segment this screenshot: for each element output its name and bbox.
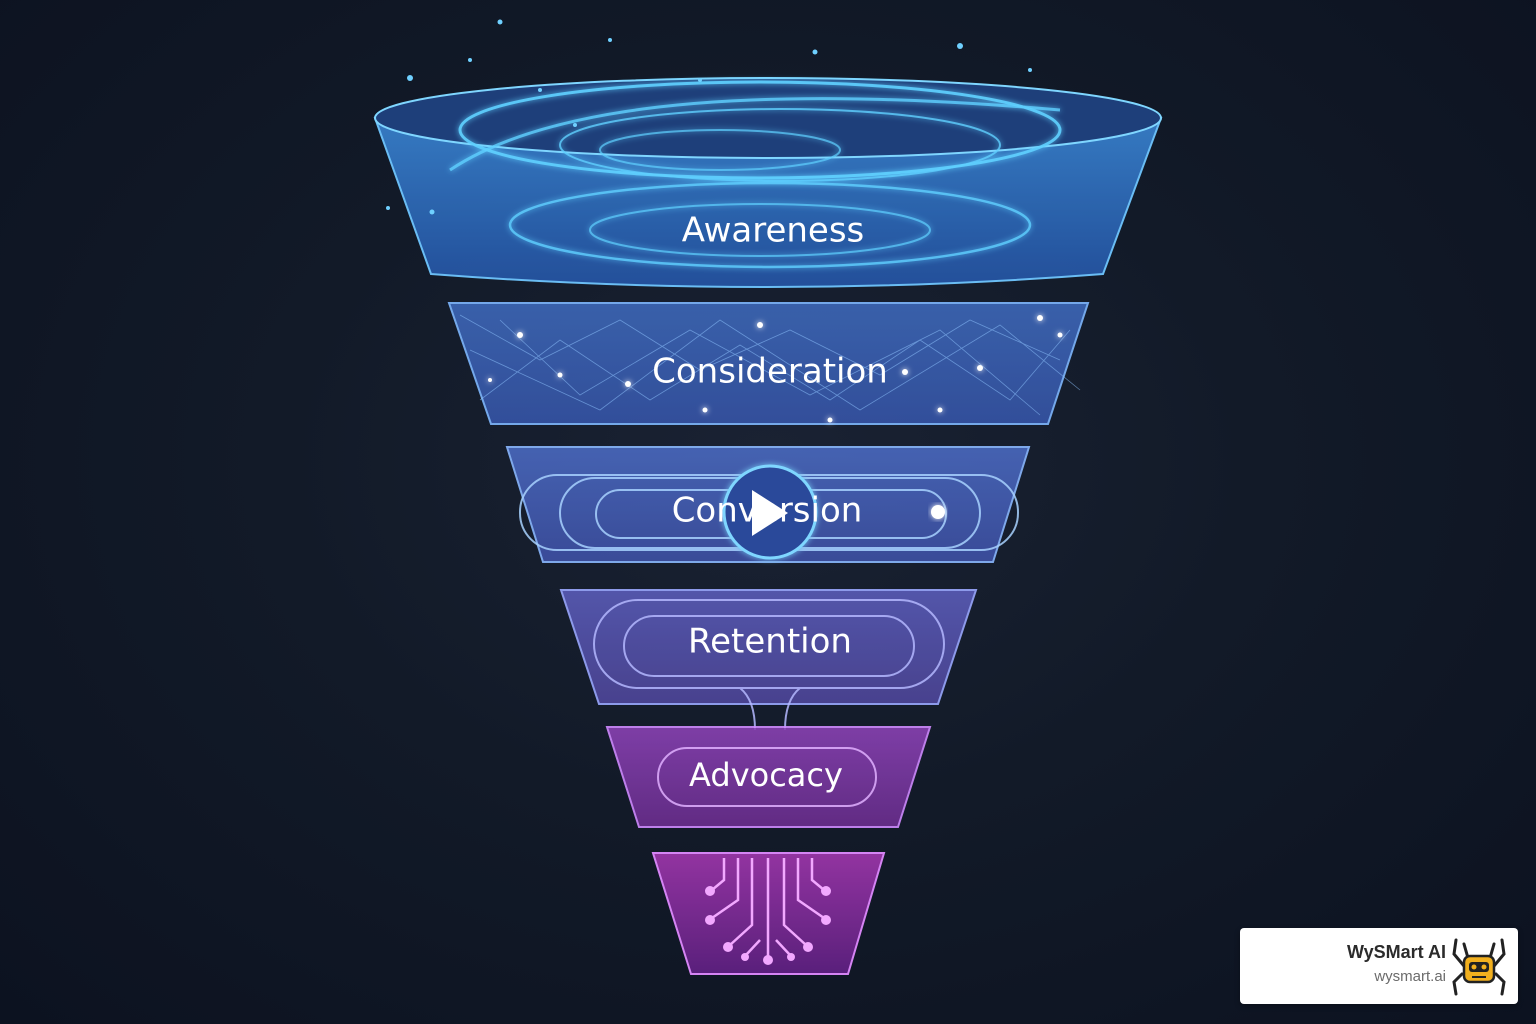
stage-core bbox=[651, 852, 886, 975]
circuit-icon bbox=[711, 858, 825, 958]
stage-advocacy: Advocacy bbox=[605, 726, 932, 828]
brand-name: WySMart AI bbox=[1346, 942, 1446, 962]
robot-spider-icon bbox=[1452, 938, 1506, 996]
stage-label: Retention bbox=[688, 622, 852, 662]
play-icon bbox=[752, 490, 788, 536]
retention-loops bbox=[593, 599, 945, 731]
network-icon bbox=[459, 314, 1081, 416]
stage-label: Conversion bbox=[672, 491, 863, 531]
stage-awareness: Awareness bbox=[373, 19, 1163, 288]
swirl-icon bbox=[449, 80, 1062, 269]
stage-label: Awareness bbox=[682, 211, 865, 251]
network-nodes bbox=[488, 315, 1063, 423]
stage-conversion: Conversion bbox=[505, 446, 1031, 563]
stage-label: Advocacy bbox=[689, 756, 843, 794]
stage-retention: Retention bbox=[559, 589, 978, 731]
stage-consideration: Consideration bbox=[447, 302, 1090, 425]
brand-badge[interactable]: WySMart AI wysmart.ai bbox=[1240, 928, 1518, 1004]
brand-url[interactable]: wysmart.ai bbox=[1374, 968, 1446, 985]
sparkle-dots bbox=[386, 19, 1032, 215]
stage-label: Consideration bbox=[652, 352, 888, 392]
circuit-nodes bbox=[705, 886, 831, 965]
